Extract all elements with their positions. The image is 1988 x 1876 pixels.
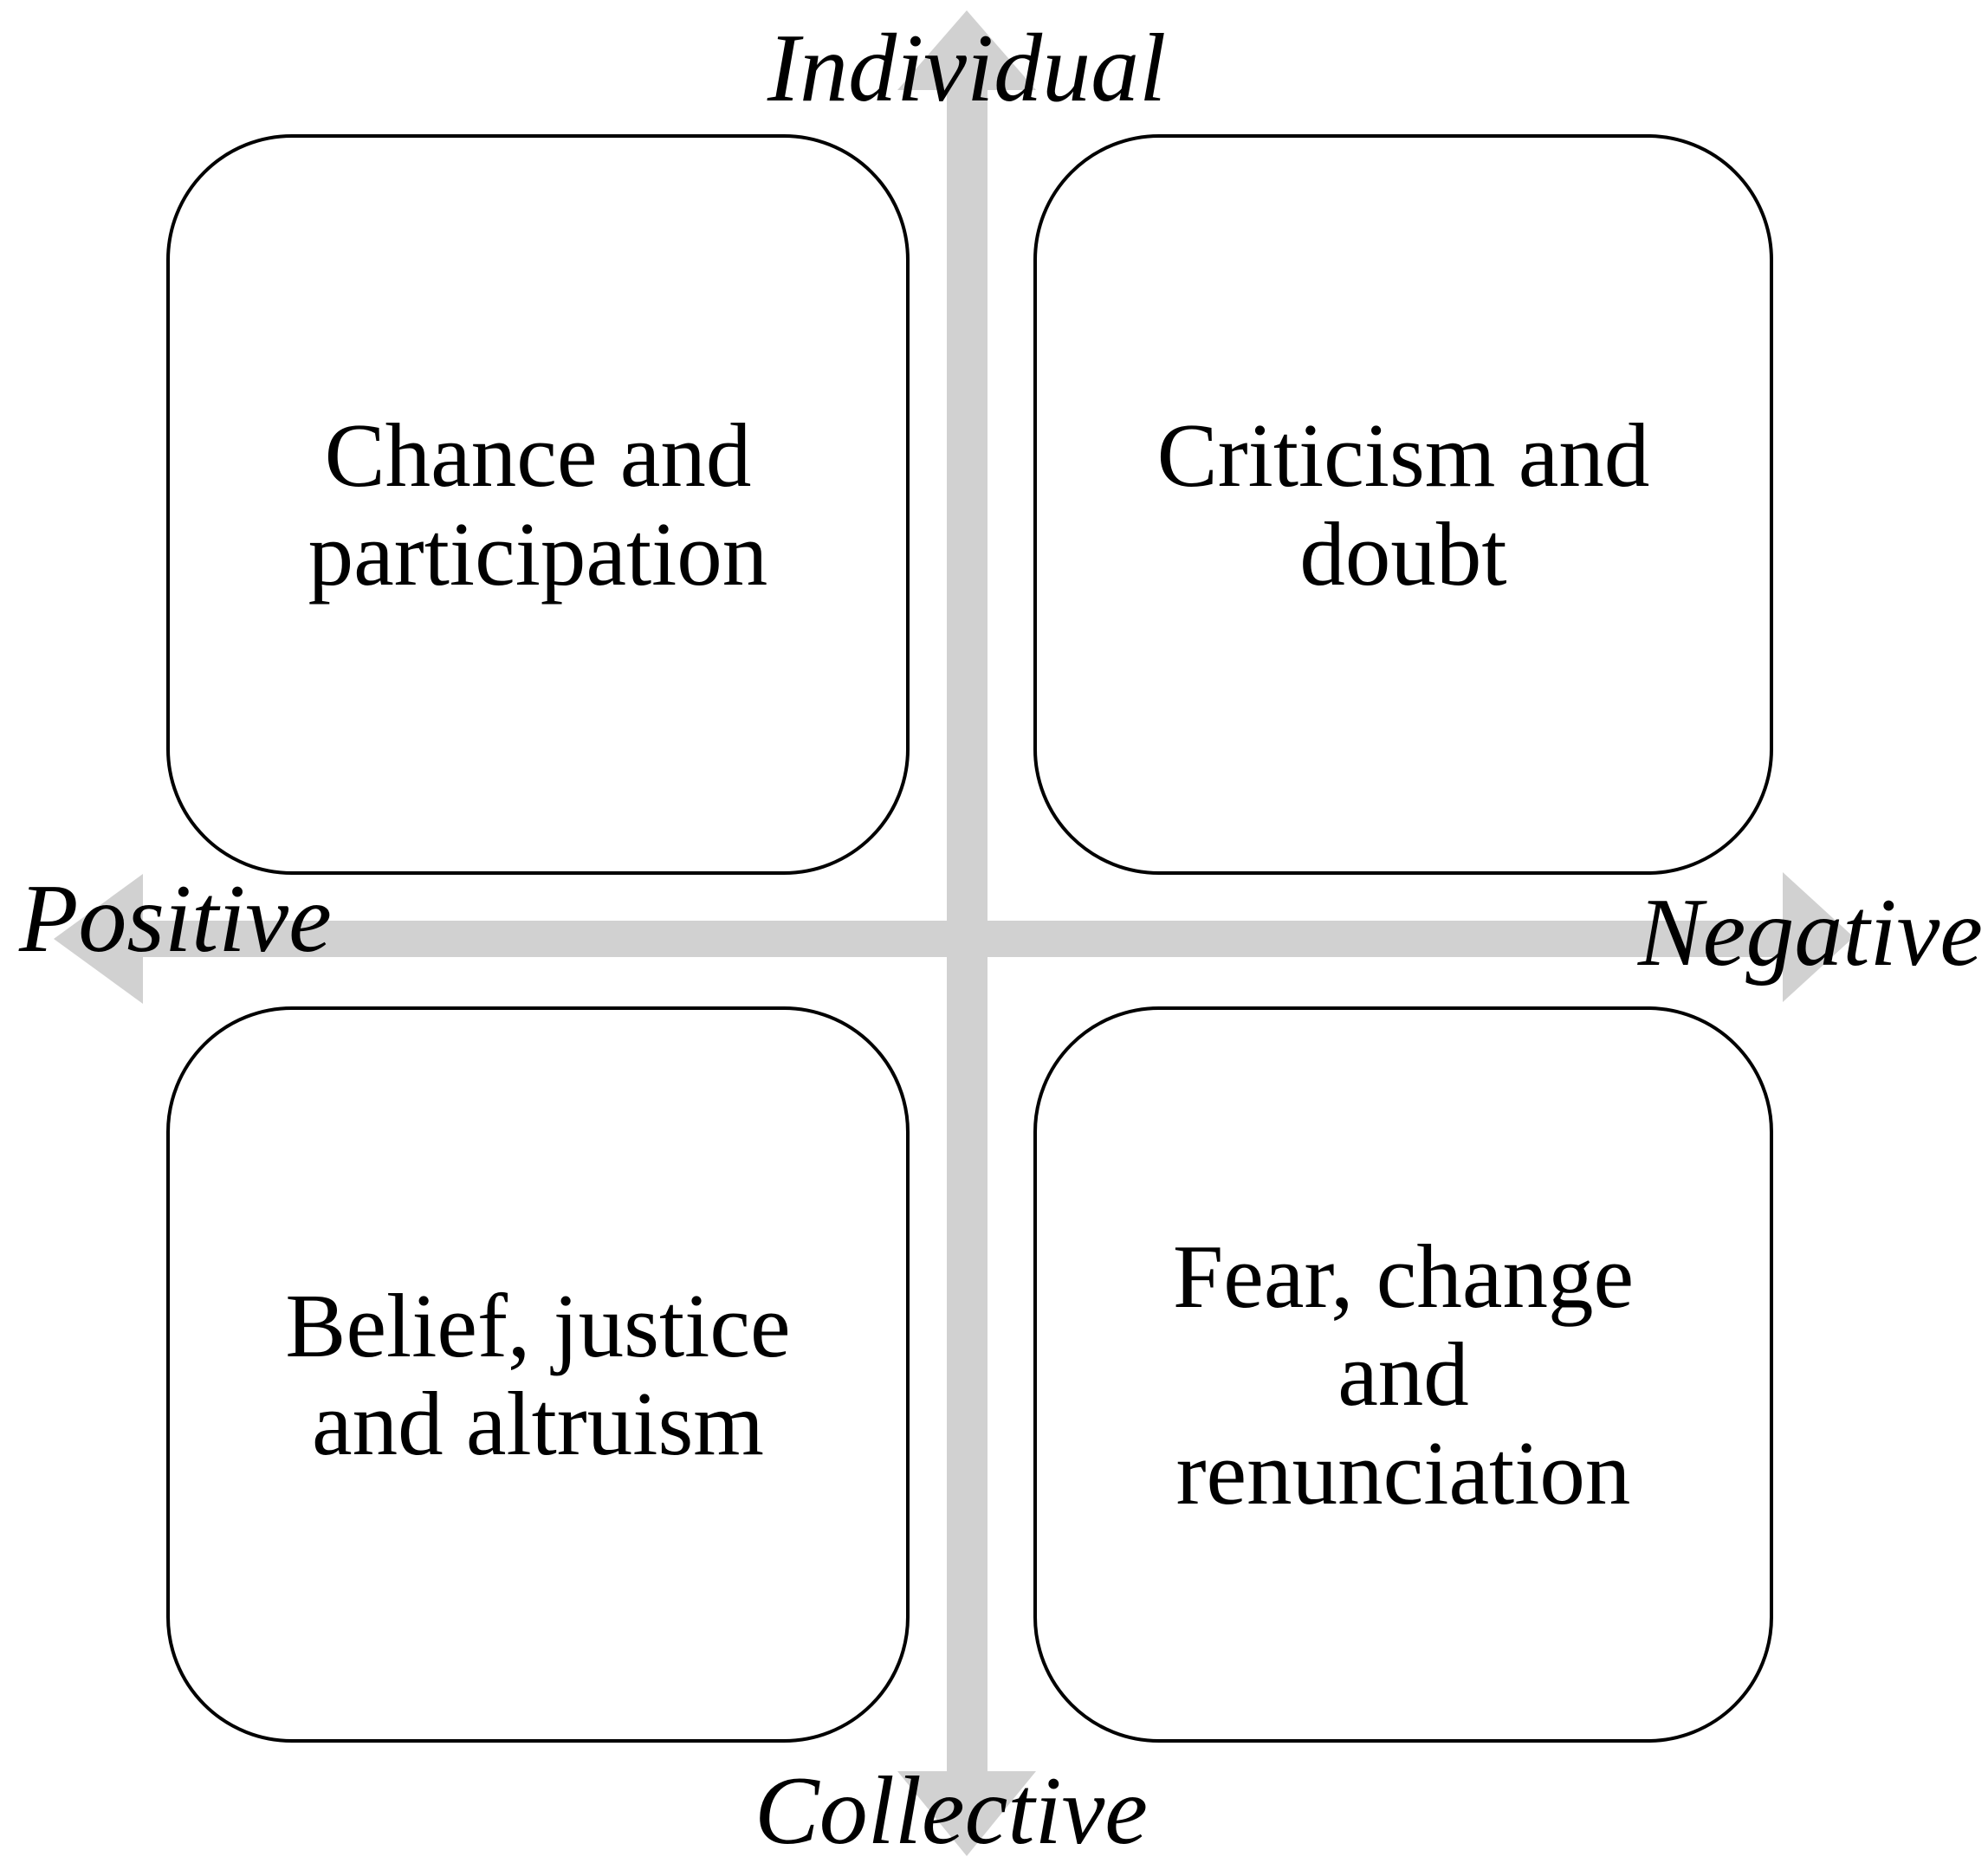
horizontal-axis-line: [104, 921, 1802, 957]
quadrant-top-left-label: Chance and participation: [308, 404, 768, 605]
quadrant-bottom-left-label: Belief, justice and altruism: [285, 1274, 791, 1474]
axis-label-individual: Individual: [767, 15, 1167, 122]
arrow-up-icon: [897, 10, 1036, 90]
quadrant-bottom-left: Belief, justice and altruism: [166, 1006, 910, 1743]
axis-label-positive: Positive: [19, 865, 332, 973]
arrow-left-icon: [54, 874, 143, 1004]
axis-label-negative: Negative: [1637, 879, 1983, 987]
quadrant-top-right: Criticism and doubt: [1033, 134, 1773, 875]
quadrant-top-left: Chance and participation: [166, 134, 910, 875]
quadrant-top-right-label: Criticism and doubt: [1156, 404, 1650, 605]
axis-label-collective: Collective: [754, 1757, 1149, 1865]
quadrant-bottom-right-label: Fear, change and renunciation: [1172, 1225, 1635, 1523]
quadrant-bottom-right: Fear, change and renunciation: [1033, 1006, 1773, 1743]
vertical-axis-line: [947, 50, 988, 1776]
arrow-right-icon: [1783, 872, 1854, 1002]
arrow-down-icon: [897, 1771, 1036, 1856]
